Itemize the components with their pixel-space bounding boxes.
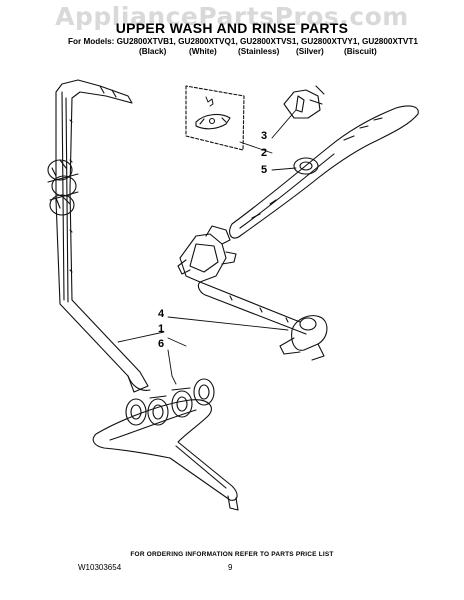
document-number: W10303654 bbox=[78, 563, 122, 572]
hub-bracket bbox=[283, 85, 325, 119]
color-biscuit: (Biscuit) bbox=[344, 47, 377, 56]
callout-5: 5 bbox=[261, 164, 268, 176]
manifold bbox=[177, 225, 237, 283]
color-stainless: (Stainless) bbox=[238, 47, 280, 56]
upper-spray-arm bbox=[229, 105, 419, 239]
spray-hub bbox=[279, 315, 328, 361]
leader-lines bbox=[117, 109, 297, 385]
ordering-note: FOR ORDERING INFORMATION REFER TO PARTS … bbox=[130, 551, 334, 558]
tube-clips bbox=[47, 159, 79, 216]
page-title: UPPER WASH AND RINSE PARTS bbox=[115, 20, 349, 36]
watermark-text: AppliancePartsPros.com bbox=[55, 2, 409, 31]
page-number: 9 bbox=[228, 563, 233, 572]
callout-4: 4 bbox=[158, 308, 165, 320]
supply-tube bbox=[55, 79, 151, 393]
inset-box bbox=[185, 85, 245, 151]
models-line: For Models: GU2800XTVB1, GU2800XTVQ1, GU… bbox=[68, 37, 418, 46]
callout-6: 6 bbox=[158, 338, 165, 350]
callout-3: 3 bbox=[261, 130, 268, 142]
horizontal-tube bbox=[197, 281, 307, 335]
lower-manifold bbox=[92, 378, 239, 511]
callout-1: 1 bbox=[158, 323, 165, 335]
color-variants: (Black) (White) (Stainless) (Silver) (Bi… bbox=[0, 47, 464, 59]
color-white: (White) bbox=[189, 47, 217, 56]
color-silver: (Silver) bbox=[296, 47, 324, 56]
color-black: (Black) bbox=[139, 47, 167, 56]
callout-2: 2 bbox=[261, 147, 268, 159]
inset-parts bbox=[195, 96, 231, 130]
